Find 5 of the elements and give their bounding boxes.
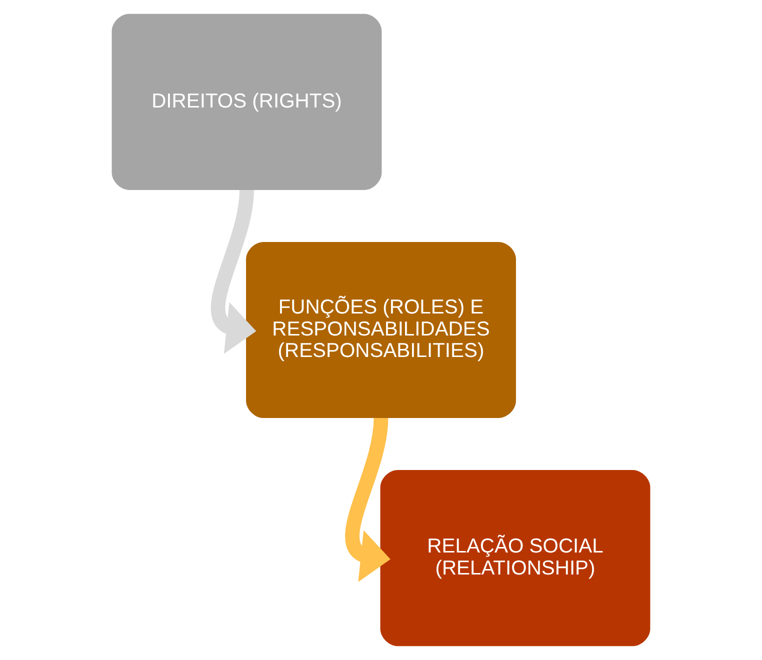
node-box: RELAÇÃO SOCIAL (RELATIONSHIP)	[380, 470, 650, 646]
arrow	[210, 189, 256, 354]
node-box: FUNÇÕES (ROLES) E RESPONSABILIDADES (RESPONSABILITIES)	[246, 242, 516, 418]
node-box: DIREITOS (RIGHTS)	[112, 14, 382, 190]
arrow	[345, 418, 390, 582]
